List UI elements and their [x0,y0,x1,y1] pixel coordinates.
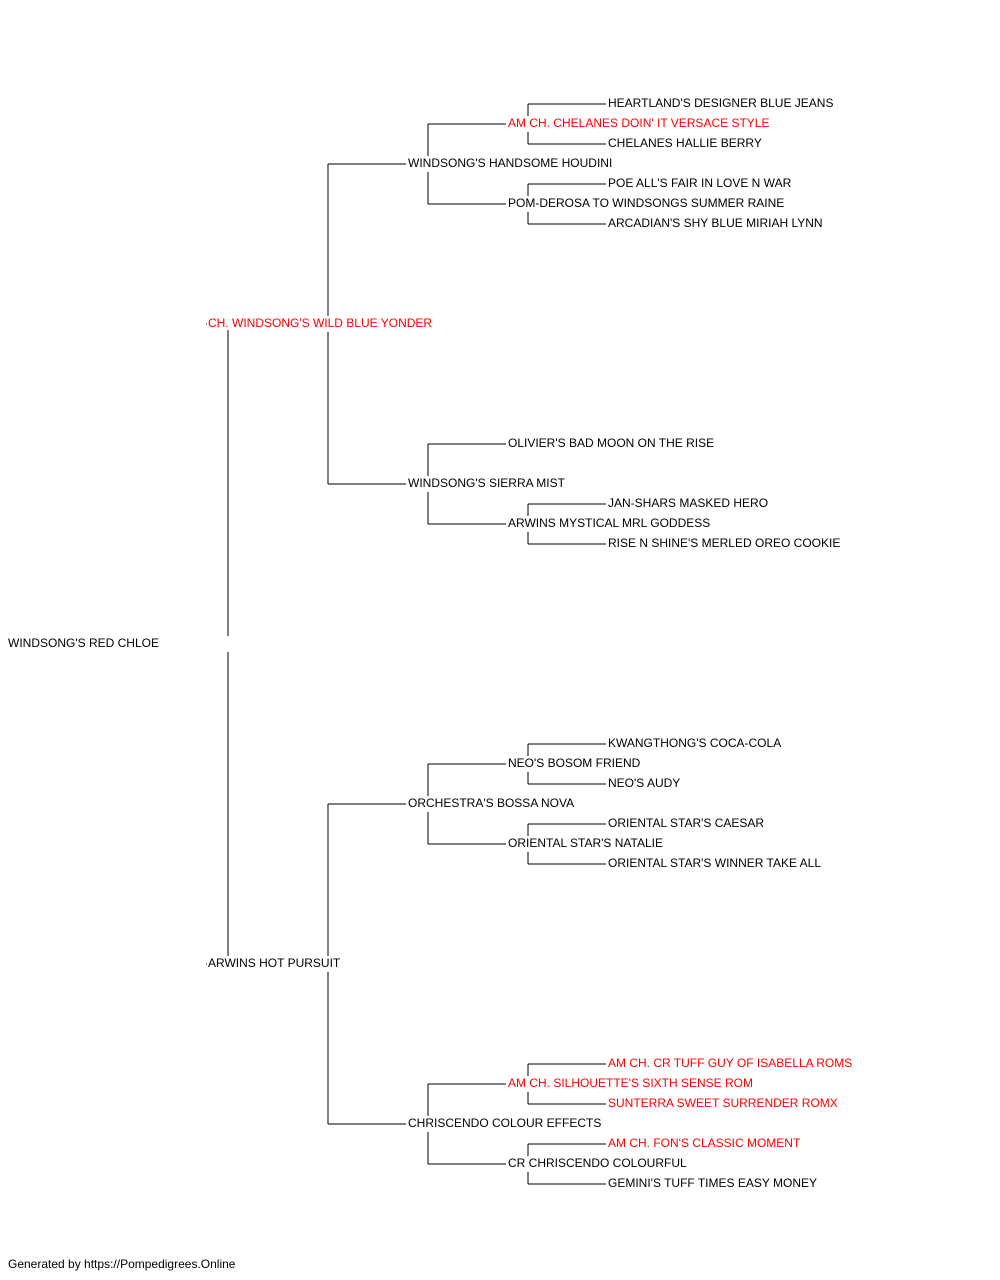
pedigree-entry: ORIENTAL STAR'S NATALIE [507,836,664,850]
pedigree-entry: ORIENTAL STAR'S WINNER TAKE ALL [607,856,823,870]
pedigree-entry: POE ALL'S FAIR IN LOVE N WAR [607,176,793,190]
pedigree-entry: AM CH. SILHOUETTE'S SIXTH SENSE ROM [507,1076,754,1090]
pedigree-entry: CH. WINDSONG'S WILD BLUE YONDER [207,316,434,330]
pedigree-entry: ORCHESTRA'S BOSSA NOVA [407,796,576,810]
pedigree-entry: KWANGTHONG'S COCA-COLA [607,736,783,750]
pedigree-entry: SUNTERRA SWEET SURRENDER ROMX [607,1096,839,1110]
pedigree-entry: WINDSONG'S RED CHLOE [7,636,160,650]
pedigree-entry: ARWINS HOT PURSUIT [207,956,342,970]
pedigree-entry: CR CHRISCENDO COLOURFUL [507,1156,688,1170]
pedigree-entry: ARCADIAN'S SHY BLUE MIRIAH LYNN [607,216,824,230]
pedigree-entry: AM CH. CHELANES DOIN' IT VERSACE STYLE [507,116,771,130]
footer-credit: Generated by https://Pompedigrees.Online [8,1257,236,1271]
pedigree-entry: CHELANES HALLIE BERRY [607,136,763,150]
pedigree-entry: CHRISCENDO COLOUR EFFECTS [407,1116,603,1130]
pedigree-entry: RISE N SHINE'S MERLED OREO COOKIE [607,536,842,550]
pedigree-entry: POM-DEROSA TO WINDSONGS SUMMER RAINE [507,196,786,210]
pedigree-entry: ARWINS MYSTICAL MRL GODDESS [507,516,712,530]
pedigree-entry: OLIVIER'S BAD MOON ON THE RISE [507,436,716,450]
pedigree-entry: HEARTLAND'S DESIGNER BLUE JEANS [607,96,835,110]
pedigree-entry: NEO'S AUDY [607,776,682,790]
pedigree-entry: AM CH. FON'S CLASSIC MOMENT [607,1136,802,1150]
pedigree-entry: WINDSONG'S HANDSOME HOUDINI [407,156,614,170]
pedigree-entry: JAN-SHARS MASKED HERO [607,496,770,510]
pedigree-entry: AM CH. CR TUFF GUY OF ISABELLA ROMS [607,1056,854,1070]
pedigree-entry: NEO'S BOSOM FRIEND [507,756,642,770]
pedigree-entry: ORIENTAL STAR'S CAESAR [607,816,766,830]
pedigree-entry: GEMINI'S TUFF TIMES EASY MONEY [607,1176,818,1190]
pedigree-entry: WINDSONG'S SIERRA MIST [407,476,566,490]
